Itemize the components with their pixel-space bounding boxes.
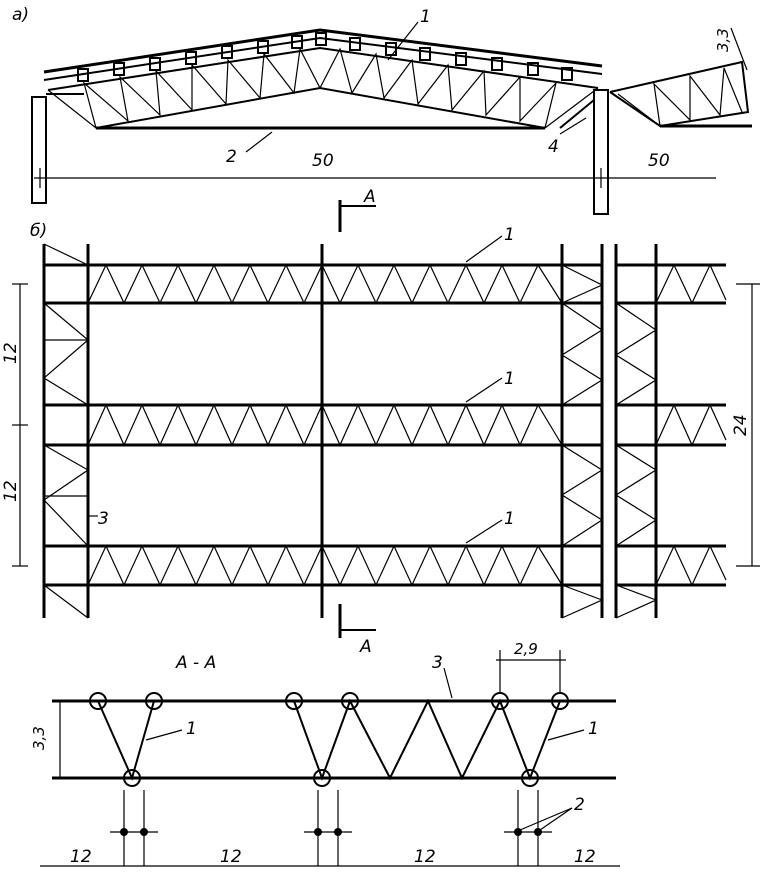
aa-callout-1a: 1 bbox=[186, 719, 197, 739]
left-column bbox=[31, 96, 47, 204]
right-truss-outline bbox=[609, 60, 750, 128]
truss-band-1 bbox=[44, 263, 727, 305]
span-2-text: 50 bbox=[648, 151, 670, 171]
panel-a-label: a) bbox=[12, 5, 29, 25]
aa-node bbox=[313, 769, 331, 787]
callout-1: 1 bbox=[420, 7, 431, 27]
callout-1c: 1 bbox=[504, 509, 515, 529]
aa-node bbox=[521, 769, 539, 787]
aa-callout-2: 2 bbox=[574, 795, 585, 815]
aa-node bbox=[123, 769, 141, 787]
aa-callout-1b: 1 bbox=[588, 719, 599, 739]
plan-columns bbox=[42, 244, 658, 618]
aa-truss-1 bbox=[97, 700, 155, 781]
roof-second-line bbox=[43, 36, 603, 81]
aa-column-markers bbox=[110, 790, 552, 866]
vertical-bracing-left bbox=[42, 243, 90, 619]
callout-1b-leader bbox=[465, 377, 503, 403]
aa-callout-1b-leader bbox=[547, 729, 585, 741]
panel-a-elevation: a) bbox=[12, 5, 752, 232]
span-1-text: 50 bbox=[312, 151, 334, 171]
truss-web bbox=[47, 47, 599, 130]
height-dim-text: 3,3 bbox=[714, 28, 732, 52]
aa-top-dim: 2,9 bbox=[514, 640, 538, 658]
callout-1b: 1 bbox=[504, 369, 515, 389]
panel-b-plan: б) bbox=[1, 221, 760, 657]
callout-1-leader bbox=[387, 21, 419, 61]
callout-1a-leader bbox=[465, 235, 503, 263]
height-dim-line bbox=[730, 27, 748, 71]
callout-4-leader bbox=[559, 117, 587, 135]
middle-column bbox=[593, 89, 609, 215]
aa-callout-2-leader bbox=[539, 807, 573, 831]
section-cut-label-bottom: A bbox=[359, 637, 372, 657]
top-chord bbox=[47, 46, 599, 91]
aa-node bbox=[145, 692, 163, 710]
left-dim-2: 12 bbox=[1, 480, 21, 502]
panel-b-label: б) bbox=[30, 221, 47, 241]
section-aa-title: A - A bbox=[175, 653, 216, 673]
truss-band-2 bbox=[44, 403, 727, 447]
aa-callout-3: 3 bbox=[432, 653, 443, 673]
callout-2-leader bbox=[245, 131, 273, 153]
aa-callout-1a-leader bbox=[145, 729, 183, 741]
section-cut-label-top: A bbox=[363, 187, 376, 207]
callout-2: 2 bbox=[226, 147, 237, 167]
aa-node bbox=[89, 692, 107, 710]
aa-span-1: 12 bbox=[70, 847, 92, 867]
aa-span-3: 12 bbox=[414, 847, 436, 867]
aa-node bbox=[491, 692, 509, 710]
roof-top-line bbox=[43, 28, 603, 74]
aa-node bbox=[551, 692, 569, 710]
callout-4: 4 bbox=[548, 137, 559, 157]
aa-callout-3-leader bbox=[443, 667, 453, 699]
callout-1c-leader bbox=[465, 519, 503, 544]
aa-height-dim: 3,3 bbox=[30, 726, 48, 750]
left-dim-1: 12 bbox=[1, 342, 21, 364]
callout-1a: 1 bbox=[504, 225, 515, 245]
vertical-bracing-right bbox=[560, 264, 658, 619]
aa-span-2: 12 bbox=[220, 847, 242, 867]
right-truss-web bbox=[617, 67, 743, 128]
aa-truss-2 bbox=[293, 698, 561, 781]
aa-span-4: 12 bbox=[574, 847, 596, 867]
bottom-chord bbox=[95, 86, 546, 129]
callout-3: 3 bbox=[98, 509, 109, 529]
right-dim: 24 bbox=[731, 414, 751, 436]
purlins bbox=[77, 32, 573, 82]
aa-node bbox=[341, 692, 359, 710]
aa-node bbox=[285, 692, 303, 710]
truss-band-3 bbox=[44, 544, 727, 587]
brace-4 bbox=[559, 99, 595, 129]
section-aa: A - A 3,3 2,9 3 1 1 bbox=[30, 640, 620, 867]
